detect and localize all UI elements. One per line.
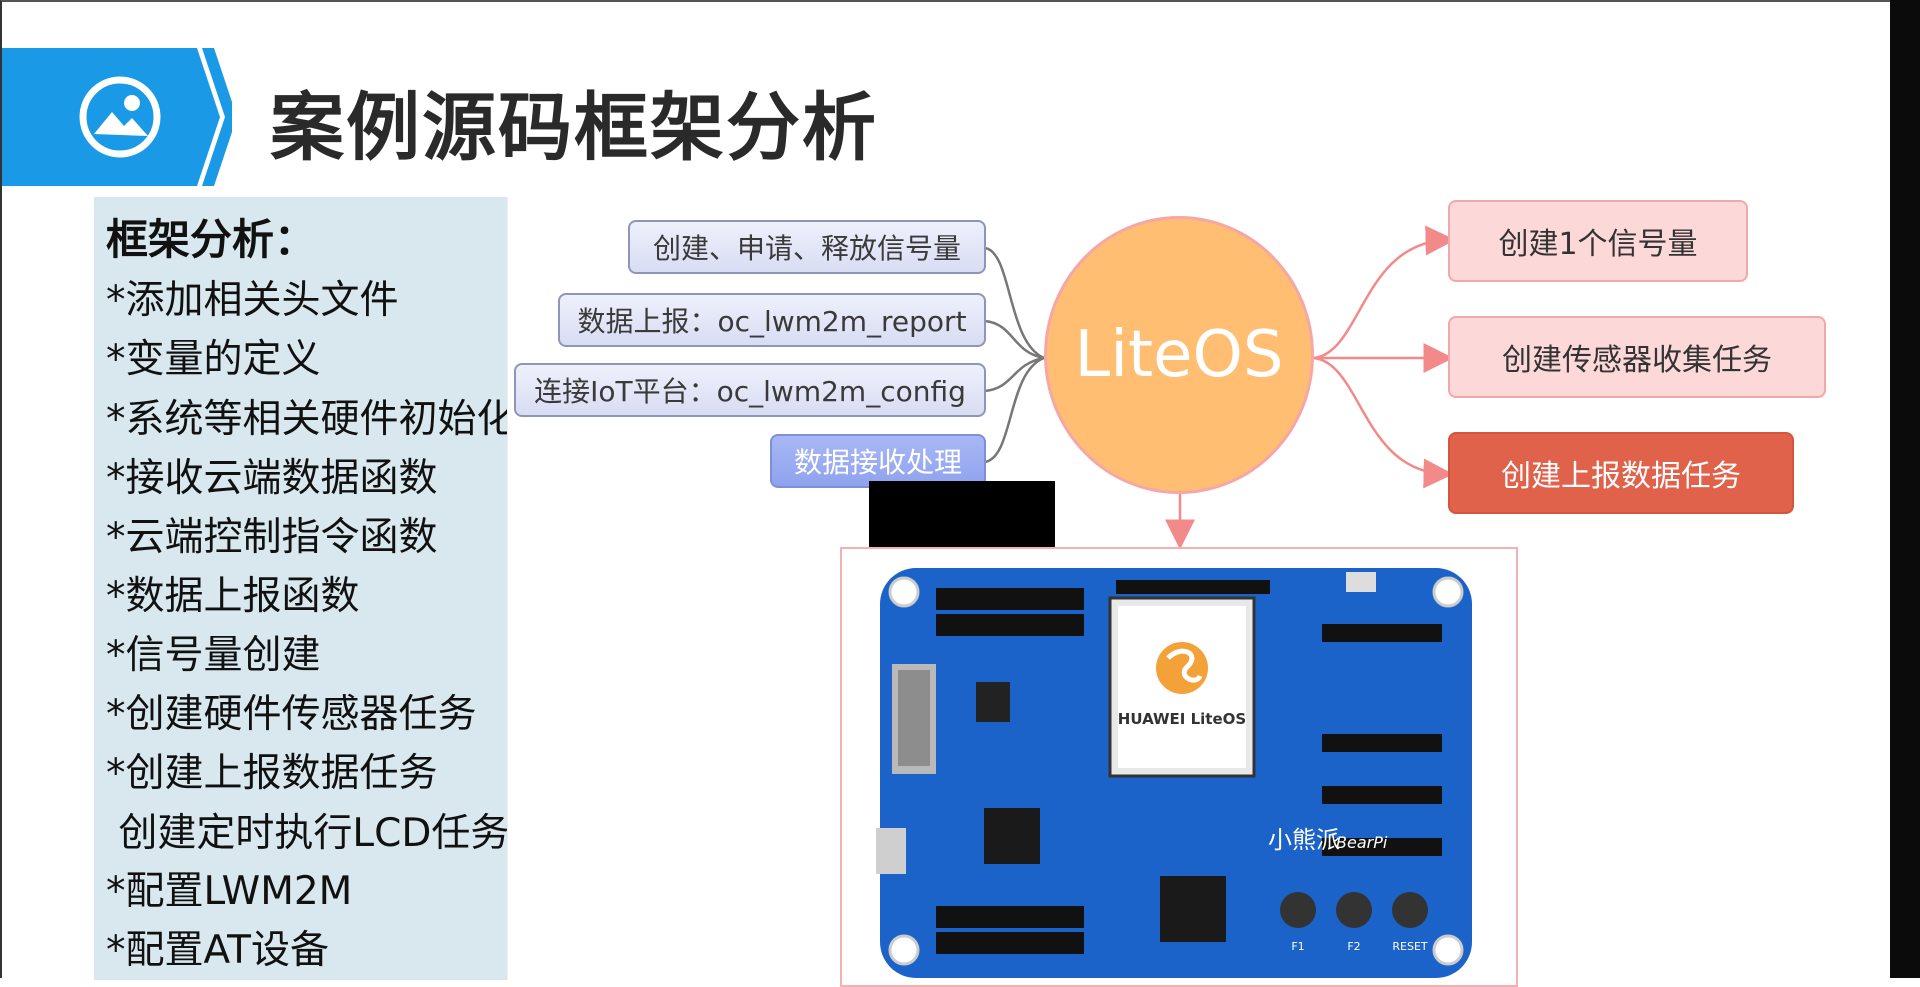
connector-right xyxy=(1313,225,1456,360)
list-item: 创建定时执行LCD任务 xyxy=(106,811,510,856)
button-label: F1 xyxy=(1291,940,1304,953)
list-item: *添加相关头文件 xyxy=(106,278,399,323)
node-create-semaphore: 创建1个信号量 xyxy=(1448,200,1748,282)
framework-panel xyxy=(94,197,512,980)
list-item: *配置AT设备 xyxy=(106,928,329,973)
list-item: *云端控制指令函数 xyxy=(106,515,438,560)
list-item: *系统等相关硬件初始化 xyxy=(106,397,516,442)
liteos-logo-icon xyxy=(1156,642,1208,694)
connector-left xyxy=(984,246,1045,360)
connector-left xyxy=(984,356,1045,464)
board-brand-en-text: BearPi xyxy=(1336,833,1388,852)
button-label: F2 xyxy=(1347,940,1360,953)
node-iot-connect: 连接IoT平台：oc_lwm2m_config xyxy=(514,363,986,417)
liteos-node: LiteOS xyxy=(1044,216,1314,494)
bearpi-board-image: HUAWEI LiteOS 小熊派 BearPi F1 F2 RESET xyxy=(876,568,1472,978)
list-item: *数据上报函数 xyxy=(106,574,360,619)
redaction-box xyxy=(869,481,1055,555)
board-logo-text: HUAWEI LiteOS xyxy=(1118,710,1246,728)
list-item: *接收云端数据函数 xyxy=(106,456,438,501)
list-item: *配置LWM2M xyxy=(106,869,353,914)
node-semaphore-ops: 创建、申请、释放信号量 xyxy=(628,220,986,274)
connector-left xyxy=(984,319,1045,360)
node-sensor-task: 创建传感器收集任务 xyxy=(1448,316,1826,398)
node-data-receive: 数据接收处理 xyxy=(770,434,986,488)
list-item: *创建上报数据任务 xyxy=(106,751,438,796)
list-item: *信号量创建 xyxy=(106,633,321,678)
image-icon xyxy=(79,76,161,158)
button-label: RESET xyxy=(1392,940,1428,953)
header-banner xyxy=(2,48,232,186)
panel-heading: 框架分析： xyxy=(106,215,317,264)
node-data-report: 数据上报：oc_lwm2m_report xyxy=(558,293,986,347)
page-title: 案例源码框架分析 xyxy=(270,85,878,171)
list-item: *变量的定义 xyxy=(106,337,321,382)
window-edge xyxy=(1890,0,1920,978)
board-brand-text: 小熊派 xyxy=(1268,826,1340,854)
connector-left xyxy=(984,356,1045,393)
connector-right xyxy=(1313,356,1454,489)
list-item: *创建硬件传感器任务 xyxy=(106,692,477,737)
node-report-task: 创建上报数据任务 xyxy=(1448,432,1794,514)
